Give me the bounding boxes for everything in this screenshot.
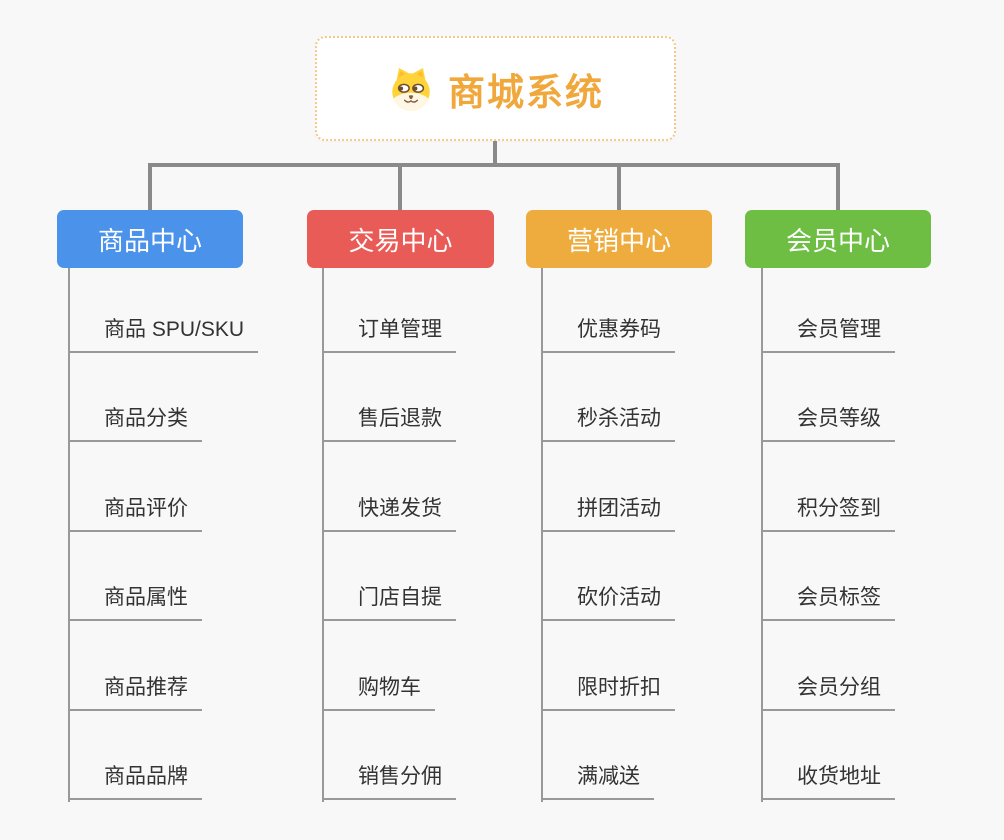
node-item[interactable]: 售后退款 [322, 394, 456, 442]
node-item[interactable]: 秒杀活动 [541, 394, 675, 442]
root-title: 商城系统 [448, 71, 604, 113]
node-item[interactable]: 满减送 [541, 752, 654, 800]
branch-spine [761, 268, 763, 802]
branch-spine [541, 268, 543, 802]
node-item[interactable]: 会员分组 [761, 663, 895, 711]
node-item[interactable]: 限时折扣 [541, 663, 675, 711]
node-item[interactable]: 商品分类 [68, 394, 202, 442]
node-item[interactable]: 门店自提 [322, 573, 456, 621]
node-item[interactable]: 订单管理 [322, 305, 456, 353]
branch-spine [68, 268, 70, 802]
connector-bus [148, 163, 840, 167]
branch-header-trade-center[interactable]: 交易中心 [307, 210, 494, 268]
node-item[interactable]: 商品推荐 [68, 663, 202, 711]
root-node[interactable]: 商城系统 [315, 36, 676, 141]
node-item[interactable]: 购物车 [322, 663, 435, 711]
node-item[interactable]: 收货地址 [761, 752, 895, 800]
node-item[interactable]: 销售分佣 [322, 752, 456, 800]
node-item[interactable]: 商品属性 [68, 573, 202, 621]
node-item[interactable]: 砍价活动 [541, 573, 675, 621]
node-item[interactable]: 商品品牌 [68, 752, 202, 800]
doge-icon [387, 65, 435, 113]
connector-drop-marketing [617, 167, 621, 210]
connector-drop-product [148, 167, 152, 210]
node-item[interactable]: 商品 SPU/SKU [68, 305, 259, 353]
branch-spine [322, 268, 324, 802]
connector-root-stub [493, 141, 497, 165]
branch-header-marketing-center[interactable]: 营销中心 [526, 210, 712, 268]
connector-drop-trade [398, 167, 402, 210]
branch-header-member-center[interactable]: 会员中心 [745, 210, 931, 268]
node-item[interactable]: 商品评价 [68, 484, 202, 532]
node-item[interactable]: 拼团活动 [541, 484, 675, 532]
node-item[interactable]: 会员标签 [761, 573, 895, 621]
node-item[interactable]: 优惠券码 [541, 305, 675, 353]
node-item[interactable]: 会员等级 [761, 394, 895, 442]
node-item[interactable]: 积分签到 [761, 484, 895, 532]
node-item[interactable]: 快递发货 [322, 484, 456, 532]
connector-drop-member [836, 167, 840, 210]
node-item[interactable]: 会员管理 [761, 305, 895, 353]
branch-header-product-center[interactable]: 商品中心 [57, 210, 243, 268]
